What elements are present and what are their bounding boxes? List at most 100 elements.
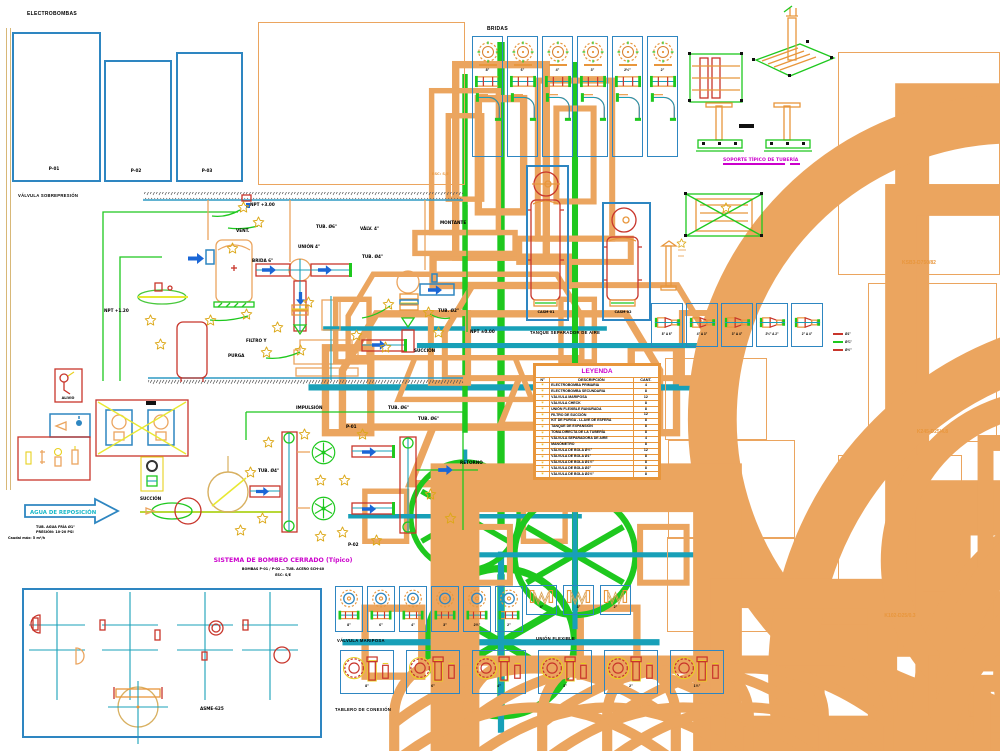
flange-underline <box>548 64 567 66</box>
electrobomba-symbols: P-01 P-02 P-03 <box>49 42 733 733</box>
svg-text:SUCCIÓN: SUCCIÓN <box>414 348 436 353</box>
electrobomba-box-3 <box>176 52 243 182</box>
pipe-spool-icon <box>474 75 501 88</box>
svg-text:PRESIÓN: 10-20 PSI: PRESIÓN: 10-20 PSI <box>36 529 74 534</box>
pipe-spool-icon <box>509 75 536 88</box>
connection-size-label: 1½" <box>693 684 701 688</box>
brida-box: 2½" <box>612 36 643 157</box>
legend-star-icon: ✶ <box>534 471 551 479</box>
svg-text:PURGA: PURGA <box>228 353 245 358</box>
flex-size-label: 4" <box>539 605 544 609</box>
sobrepresion-label: VÁLVULA SOBREPRESIÓN <box>18 193 79 198</box>
flange-underline <box>513 64 532 66</box>
legend-title: LEYENDA <box>535 364 659 379</box>
butterfly-valve-icon <box>401 589 425 621</box>
valve-size-label: 3" <box>443 623 447 627</box>
svg-text:NPT ±0.00: NPT ±0.00 <box>470 329 495 334</box>
flex-union-label: UNIÓN FLEXIBLE <box>536 636 576 641</box>
svg-text:CASM-02: CASM-02 <box>614 310 632 314</box>
legend-col-num: N° <box>534 377 551 384</box>
pump-model-box-3: K102-D25/0.3 <box>838 455 962 627</box>
svg-text:NPT +3.00: NPT +3.00 <box>250 202 275 207</box>
flange-underline <box>478 64 497 66</box>
reducer-icon <box>689 317 716 328</box>
valve-size-label: 4" <box>411 623 415 627</box>
reducer-box: 4" A 3" <box>686 303 718 347</box>
anchor-bolt-detail <box>659 238 687 291</box>
connection-box: 1½" <box>670 650 724 694</box>
bridas-label: BRIDAS <box>487 26 508 32</box>
connection-label: TABLERO DE CONEXIÓN <box>335 707 392 712</box>
elevation-labels: NPT +3.00 TUB. Ø6" VÁLV. 4" MONTANTE VEN… <box>104 202 495 358</box>
connection-box: 2" <box>604 650 658 694</box>
svg-text:ALIVIO: ALIVIO <box>62 396 75 400</box>
fitting-sample-box-blue <box>49 413 91 438</box>
svg-text:TUB. Ø4": TUB. Ø4" <box>362 254 383 259</box>
svg-text:BRIDA 6": BRIDA 6" <box>252 258 273 263</box>
legend-table: LEYENDA N° DESCRIPCIÓN CANT. ✶ ELECTROBO… <box>533 363 661 481</box>
svg-text:FILTRO Y: FILTRO Y <box>246 338 267 343</box>
flange-underline <box>653 64 672 66</box>
svg-text:P-01: P-01 <box>346 424 357 429</box>
makeup-water-arrow: AGUA DE REPOSICIÓN TUB. AGUA FRÍA Ø1" PR… <box>8 497 120 540</box>
flange-icon <box>546 41 569 63</box>
flange-icon <box>581 41 604 63</box>
brida-box: 4" <box>542 36 573 157</box>
svg-text:RETORNO: RETORNO <box>460 460 483 465</box>
reducer-icon <box>724 317 751 328</box>
pipe-elbow-icon <box>649 92 676 122</box>
svg-text:ESC: S/E: ESC: S/E <box>432 172 449 176</box>
connection-size-label: 8" <box>365 684 369 688</box>
svg-text:VENT.: VENT. <box>236 228 250 233</box>
pump-detail-views-top: ESC: S/E <box>432 100 1000 751</box>
plan-diagram: IMPULSIÓN TUB. Ø6" P-01 P-02 RETORNO TUB… <box>140 405 483 577</box>
flex-size-label: 3" <box>576 605 581 609</box>
butterfly-valve-box: 4" <box>399 586 427 632</box>
svg-text:MONTANTE: MONTANTE <box>440 220 466 225</box>
pipe-spool-icon <box>614 75 641 88</box>
svg-text:Caudal máx: 5 m³/h: Caudal máx: 5 m³/h <box>8 536 46 540</box>
valve-size-label: 2½" <box>473 623 481 627</box>
expansion-bolt-icon <box>409 656 455 682</box>
pump-model-label-2: K245-D25/4.8 <box>916 429 949 435</box>
flex-union-row: 4" 3" 2" <box>526 585 631 615</box>
reducer-size-label: 2" A 4" <box>801 332 813 336</box>
svg-text:ESC: S/E: ESC: S/E <box>275 573 291 577</box>
pipe-spool-icon <box>579 75 606 88</box>
svg-text:SISTEMA DE BOMBEO CERRADO (Típ: SISTEMA DE BOMBEO CERRADO (Típico) <box>214 556 353 564</box>
svg-text:BOMBAS P-01 / P-02 — TUB. ACER: BOMBAS P-01 / P-02 — TUB. ACERO SCH-40 <box>242 567 325 571</box>
brida-box: 8" <box>472 36 503 157</box>
pipe-size-legend: Ø1" Ø¾" Ø½" <box>833 330 852 354</box>
expansion-bolt-icon <box>673 656 719 682</box>
svg-text:TUB. Ø6": TUB. Ø6" <box>388 405 409 410</box>
electrobombas-label: ELECTROBOMBAS <box>27 11 78 17</box>
svg-text:SUCCIÓN: SUCCIÓN <box>140 496 162 501</box>
butterfly-valve-label: VÁLVULA MARIPOSA <box>337 638 385 643</box>
butterfly-valve-box: 6" <box>367 586 395 632</box>
electrobomba-box-2 <box>104 60 172 182</box>
pipe-support-details: SOPORTE TÍPICO DE TUBERÍA <box>684 5 836 237</box>
flex-union-icon <box>529 589 554 605</box>
valve-size-label: 2" <box>507 623 511 627</box>
pipe-size-item: Ø¾" <box>833 338 852 346</box>
pipe-elbow-icon <box>614 92 641 122</box>
brida-box: 2" <box>647 36 678 157</box>
legend-row: ✶ VÁLVULA DE BOLA Ø2½" 8 <box>534 471 660 479</box>
flex-size-label: 2" <box>613 605 618 609</box>
butterfly-valve-icon <box>337 589 361 621</box>
connection-size-label: 4" <box>497 684 501 688</box>
svg-text:SOPORTE TÍPICO DE TUBERÍA: SOPORTE TÍPICO DE TUBERÍA <box>723 155 799 163</box>
pipe-size-item: Ø½" <box>833 346 852 354</box>
brida-size-label: 6" <box>520 68 525 72</box>
flange-icon <box>476 41 499 63</box>
separator-tank-box-1 <box>526 165 569 321</box>
svg-text:TUB. Ø2": TUB. Ø2" <box>438 308 459 313</box>
flange-underline <box>583 64 602 66</box>
reducer-icon <box>759 317 786 328</box>
svg-text:VÁLV. 4": VÁLV. 4" <box>360 226 379 231</box>
brida-box: 3" <box>577 36 608 157</box>
reducers-row: 8" A 6" 4" A 3" 3" A 4" 2½" A 2" 2" A 4" <box>651 303 823 347</box>
butterfly-valve-box: 2" <box>495 586 523 632</box>
